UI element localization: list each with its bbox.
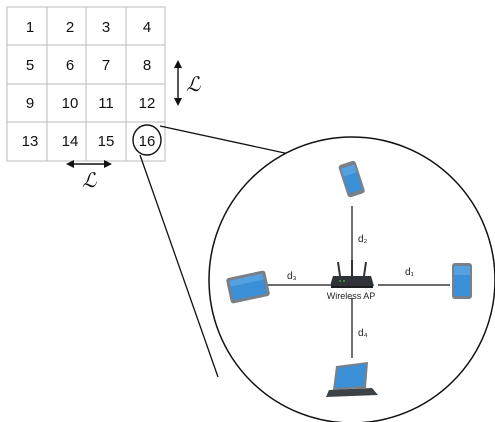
vertical-scale-label: ℒ (186, 72, 201, 96)
grid-cell-label: 4 (143, 19, 151, 36)
highlighted-cell-label: 16 (139, 133, 156, 150)
distance-label-d2: d₂ (358, 234, 368, 245)
grid-cell-label: 8 (143, 57, 151, 74)
grid-cell-label: 15 (98, 133, 115, 150)
horizontal-scale: ℒ (66, 160, 112, 192)
cell-grid: 1 2 3 4 5 6 7 8 9 10 11 12 13 14 15 16 (6, 6, 166, 162)
tablet-icon (452, 263, 472, 299)
laptop-icon (326, 362, 378, 397)
phone-icon (338, 160, 365, 198)
grid-cell-label: 6 (66, 57, 74, 74)
access-point-label: Wireless AP (327, 291, 376, 301)
grid-cell-label: 9 (26, 95, 34, 112)
arrowhead-icon (104, 160, 112, 168)
grid-cell-label: 13 (22, 133, 39, 150)
arrowhead-icon (174, 98, 182, 106)
vertical-scale: ℒ (174, 60, 201, 106)
arrowhead-icon (66, 160, 74, 168)
distance-label-d4: d₄ (358, 328, 368, 339)
grid-cell-label: 12 (139, 95, 156, 112)
distance-label-d3: d₃ (287, 271, 297, 282)
grid-cell-label: 1 (26, 19, 34, 36)
grid-cell-label: 14 (62, 133, 79, 150)
grid-cell-label: 7 (102, 57, 110, 74)
grid-cell-label: 10 (62, 95, 79, 112)
zoom-connector-line (139, 154, 219, 378)
arrowhead-icon (174, 60, 182, 68)
grid-cell-label: 5 (26, 57, 34, 74)
tablet-landscape-icon (226, 270, 270, 304)
grid-cell-label: 2 (66, 19, 74, 36)
horizontal-scale-label: ℒ (82, 168, 97, 192)
router-icon (330, 260, 374, 288)
grid-cell-label: 3 (102, 19, 110, 36)
highlight-circle (132, 124, 162, 156)
grid-cell-label: 11 (98, 95, 114, 112)
distance-label-d1: d₁ (405, 267, 415, 278)
